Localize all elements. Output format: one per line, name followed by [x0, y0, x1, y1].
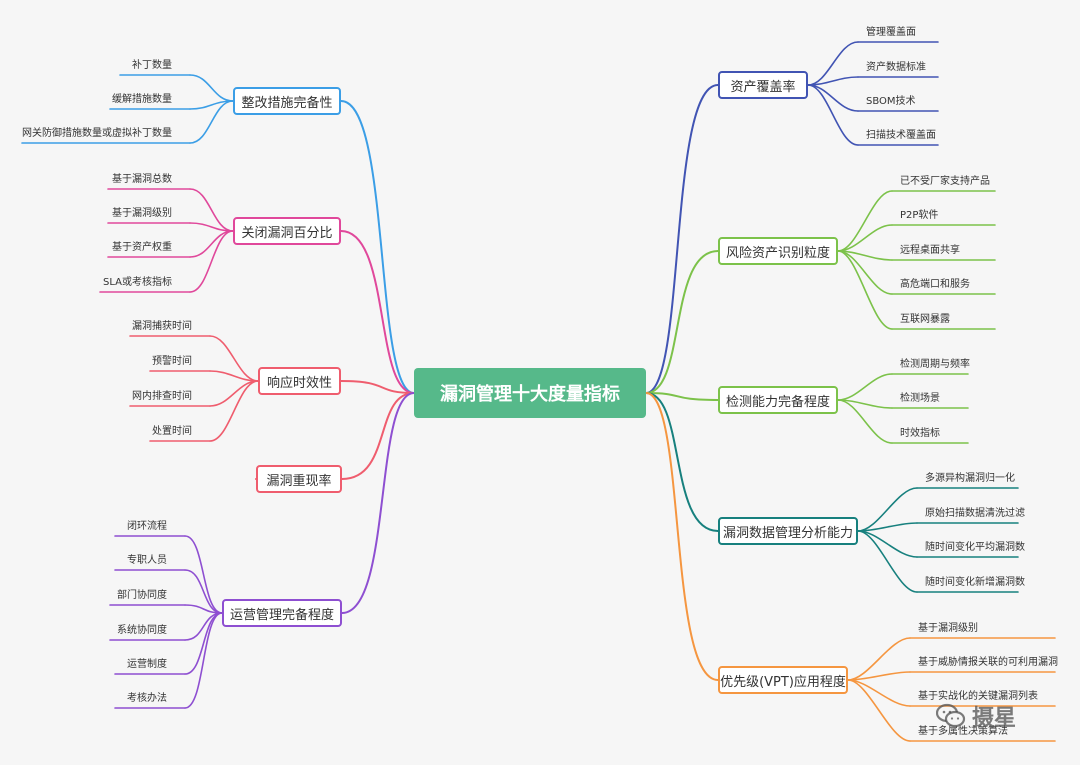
- leaf-yunying-2[interactable]: 部门协同度: [117, 590, 167, 601]
- branch-node-zichan[interactable]: 资产覆盖率: [718, 71, 808, 99]
- leaf-connector-yunying-0: [184, 535, 223, 614]
- connector-youxian: [645, 392, 719, 681]
- branch-node-jiance[interactable]: 检测能力完备程度: [718, 386, 838, 414]
- leaf-connector-fengxian-3: [837, 250, 893, 295]
- leaf-connector-jiance-2: [837, 399, 893, 444]
- leaf-jiance-1[interactable]: 检测场景: [900, 393, 940, 404]
- leaf-connector-zichan-1: [807, 76, 859, 86]
- connector-shuju: [645, 392, 719, 532]
- branch-node-zhenggai[interactable]: 整改措施完备性: [233, 87, 341, 115]
- leaf-fengxian-2[interactable]: 远程桌面共享: [900, 245, 960, 256]
- leaf-zhenggai-2[interactable]: 网关防御措施数量或虚拟补丁数量: [22, 128, 172, 139]
- leaf-youxian-1[interactable]: 基于威胁情报关联的可利用漏洞: [918, 657, 1058, 668]
- leaf-yunying-5[interactable]: 考核办法: [127, 693, 167, 704]
- leaf-fengxian-4[interactable]: 互联网暴露: [900, 314, 950, 325]
- leaf-connector-shuju-0: [857, 487, 918, 532]
- branch-node-shuju[interactable]: 漏洞数据管理分析能力: [718, 517, 858, 545]
- leaf-yunying-1[interactable]: 专职人员: [127, 555, 167, 566]
- leaf-connector-guanbi-2: [189, 230, 234, 258]
- leaf-shuju-1[interactable]: 原始扫描数据清洗过滤: [925, 508, 1025, 519]
- connector-fengxian: [645, 250, 719, 394]
- leaf-connector-zhenggai-2: [189, 100, 234, 144]
- leaf-connector-fengxian-1: [837, 224, 893, 252]
- leaf-guanbi-1[interactable]: 基于漏洞级别: [112, 208, 172, 219]
- leaf-connector-youxian-3: [847, 679, 911, 742]
- leaf-connector-shuju-3: [857, 530, 918, 593]
- branch-node-youxian[interactable]: 优先级(VPT)应用程度: [718, 666, 848, 694]
- branch-node-guanbi[interactable]: 关闭漏洞百分比: [233, 217, 341, 245]
- leaf-connector-zhenggai-0: [189, 74, 234, 102]
- leaf-zichan-0[interactable]: 管理覆盖面: [866, 27, 916, 38]
- leaf-connector-guanbi-0: [189, 188, 234, 232]
- connector-xiangying: [340, 380, 415, 394]
- leaf-shuju-2[interactable]: 随时间变化平均漏洞数: [925, 542, 1025, 553]
- leaf-youxian-2[interactable]: 基于实战化的关键漏洞列表: [918, 691, 1038, 702]
- leaf-connector-xiangying-3: [209, 380, 259, 442]
- leaf-xiangying-2[interactable]: 网内排查时间: [132, 391, 192, 402]
- connector-jiance: [645, 392, 719, 401]
- leaf-yunying-0[interactable]: 闭环流程: [127, 521, 167, 532]
- leaf-fengxian-3[interactable]: 高危端口和服务: [900, 279, 970, 290]
- leaf-connector-zichan-3: [807, 84, 859, 146]
- leaf-zichan-2[interactable]: SBOM技术: [866, 96, 916, 107]
- leaf-zichan-3[interactable]: 扫描技术覆盖面: [866, 130, 936, 141]
- branch-node-xiangying[interactable]: 响应时效性: [258, 367, 341, 395]
- leaf-connector-yunying-5: [184, 612, 223, 709]
- leaf-yunying-4[interactable]: 运营制度: [127, 659, 167, 670]
- leaf-xiangying-1[interactable]: 预警时间: [152, 356, 192, 367]
- leaf-shuju-3[interactable]: 随时间变化新增漏洞数: [925, 577, 1025, 588]
- leaf-connector-youxian-1: [847, 671, 911, 681]
- leaf-connector-fengxian-4: [837, 250, 893, 330]
- branch-node-chongxian[interactable]: 漏洞重现率: [256, 465, 342, 493]
- connector-chongxian: [341, 392, 415, 480]
- connector-zhenggai: [340, 100, 415, 394]
- leaf-shuju-0[interactable]: 多源异构漏洞归一化: [925, 473, 1015, 484]
- watermark: 摄星: [936, 700, 1016, 732]
- leaf-xiangying-3[interactable]: 处置时间: [152, 426, 192, 437]
- leaf-youxian-3[interactable]: 基于多属性决策算法: [918, 726, 1008, 737]
- leaf-guanbi-3[interactable]: SLA或考核指标: [103, 277, 172, 288]
- leaf-connector-guanbi-3: [189, 230, 234, 293]
- leaf-fengxian-0[interactable]: 已不受厂家支持产品: [900, 176, 990, 187]
- leaf-connector-youxian-0: [847, 637, 911, 681]
- leaf-xiangying-0[interactable]: 漏洞捕获时间: [132, 321, 192, 332]
- leaf-fengxian-1[interactable]: P2P软件: [900, 210, 939, 221]
- wechat-icon: [936, 703, 966, 728]
- leaf-connector-yunying-1: [184, 569, 223, 614]
- leaf-jiance-0[interactable]: 检测周期与频率: [900, 359, 970, 370]
- leaf-connector-shuju-1: [857, 522, 918, 532]
- leaf-connector-fengxian-0: [837, 190, 893, 252]
- leaf-zhenggai-1[interactable]: 缓解措施数量: [112, 94, 172, 105]
- connector-yunying: [341, 392, 415, 614]
- leaf-zhenggai-0[interactable]: 补丁数量: [132, 60, 172, 71]
- leaf-youxian-0[interactable]: 基于漏洞级别: [918, 623, 978, 634]
- leaf-connector-xiangying-0: [209, 335, 259, 382]
- branch-node-fengxian[interactable]: 风险资产识别粒度: [718, 237, 838, 265]
- leaf-zichan-1[interactable]: 资产数据标准: [866, 62, 926, 73]
- watermark-text: 摄星: [972, 706, 1017, 731]
- leaf-connector-zichan-0: [807, 41, 859, 86]
- connector-guanbi: [340, 230, 415, 394]
- leaf-yunying-3[interactable]: 系统协同度: [117, 625, 167, 636]
- connector-zichan: [645, 84, 719, 394]
- leaf-connector-jiance-0: [837, 373, 893, 401]
- center-node[interactable]: 漏洞管理十大度量指标: [414, 368, 646, 418]
- leaf-guanbi-2[interactable]: 基于资产权重: [112, 242, 172, 253]
- leaf-connector-jiance-1: [837, 399, 893, 409]
- branch-node-yunying[interactable]: 运营管理完备程度: [222, 599, 342, 627]
- leaf-guanbi-0[interactable]: 基于漏洞总数: [112, 174, 172, 185]
- leaf-jiance-2[interactable]: 时效指标: [900, 428, 940, 439]
- leaf-connector-guanbi-1: [189, 222, 234, 232]
